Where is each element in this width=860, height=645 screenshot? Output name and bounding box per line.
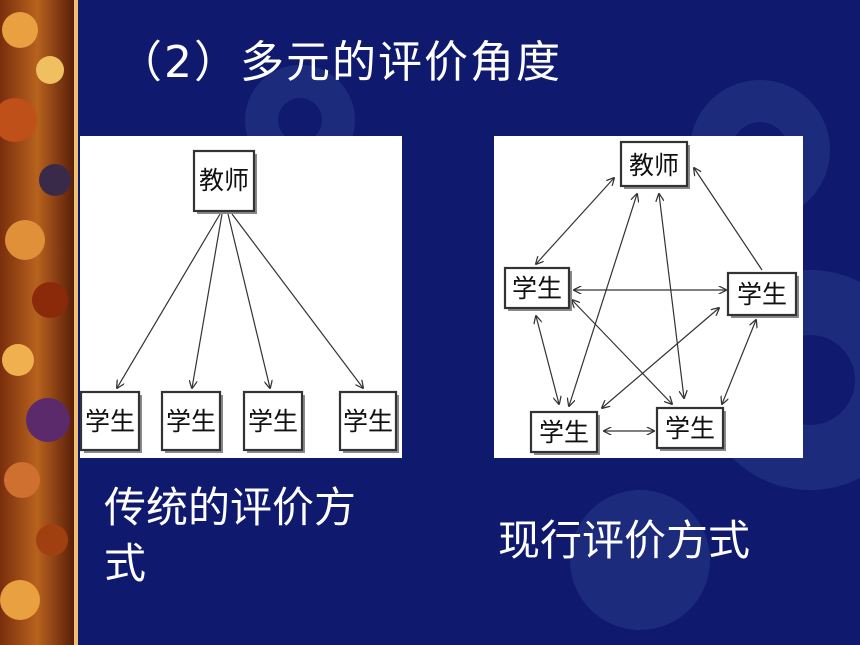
student-node-2: 学生 <box>160 390 223 453</box>
student-node-right: 学生 <box>726 271 799 318</box>
edge-student-right-student-bottom-left <box>602 308 719 408</box>
student-label: 学生 <box>166 407 216 436</box>
student-node-3: 学生 <box>242 390 305 453</box>
slide-title: （2）多元的评价角度 <box>118 37 562 88</box>
modern-diagram: 教师 学生 学生 学生 学生 <box>494 136 803 458</box>
edge-student-left-student-bottom-right <box>572 300 672 404</box>
student-node-bottom-left: 学生 <box>529 410 600 455</box>
edge-student-left-student-bottom-left <box>536 316 559 404</box>
edge-teacher-student-bottom-right <box>659 194 684 398</box>
teacher-label: 教师 <box>199 166 249 195</box>
left-strip-decoration <box>0 0 78 645</box>
edge-student-right-to-teacher <box>694 168 763 271</box>
student-label: 学生 <box>512 274 562 303</box>
teacher-label: 教师 <box>629 151 679 180</box>
modern-caption: 现行评价方式 <box>498 516 751 565</box>
edge-student-right-student-bottom-right <box>722 320 756 404</box>
student-label: 学生 <box>85 407 135 436</box>
student-node-1: 学生 <box>80 390 142 453</box>
edge-teacher-student-left <box>536 178 614 264</box>
student-node-bottom-right: 学生 <box>655 406 726 451</box>
edge-teacher-to-student-4 <box>231 213 363 388</box>
student-label: 学生 <box>343 407 393 436</box>
student-label: 学生 <box>737 280 787 309</box>
teacher-node: 教师 <box>192 149 257 214</box>
student-node-4: 学生 <box>338 390 399 453</box>
student-label: 学生 <box>665 414 715 443</box>
traditional-caption: 传统的评价方式 <box>104 483 357 588</box>
edge-teacher-to-student-3 <box>227 213 270 388</box>
traditional-diagram: 教师 学生 学生 学生 学生 <box>80 136 402 458</box>
teacher-node: 教师 <box>619 140 690 189</box>
edge-teacher-to-student-1 <box>117 213 221 388</box>
edge-teacher-student-bottom-left <box>569 194 637 406</box>
student-label: 学生 <box>248 407 298 436</box>
edge-teacher-to-student-2 <box>192 213 223 388</box>
student-node-left: 学生 <box>503 266 572 311</box>
student-label: 学生 <box>539 418 589 447</box>
